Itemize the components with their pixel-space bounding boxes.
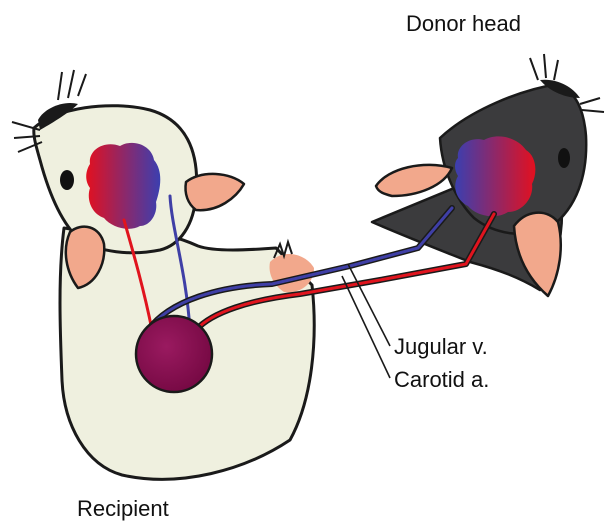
donor-eye [558,148,570,168]
recipient-rat [12,70,314,479]
carotid-leader [342,276,390,378]
recipient-label: Recipient [77,498,169,520]
donor-ear-right [514,213,561,296]
recipient-ear-right [185,174,244,210]
donor-head-label: Donor head [406,13,521,35]
donor-brain [455,136,535,216]
recipient-heart [136,316,212,392]
carotid-artery-label: Carotid a. [394,369,489,391]
donor-ear-left [376,165,452,196]
recipient-eye [60,170,74,190]
jugular-vein-label: Jugular v. [394,336,488,358]
donor-head [372,54,604,296]
